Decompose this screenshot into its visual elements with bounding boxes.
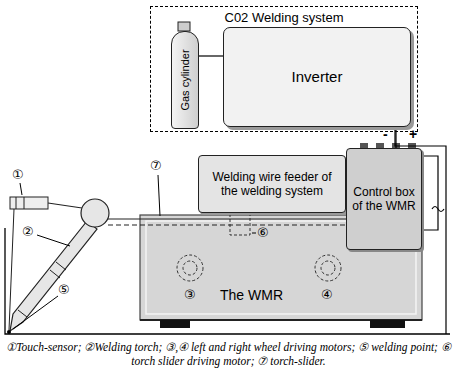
inverter-box: Inverter <box>223 27 411 127</box>
callout-number: ⑤ <box>58 283 70 297</box>
leader-line <box>158 175 160 216</box>
torch-slider <box>108 218 346 219</box>
callout-number: ③ <box>184 288 196 302</box>
torch-band <box>56 262 66 270</box>
touch-sensor <box>16 197 17 209</box>
node-label: Welding wire feeder of the welding syste… <box>203 170 341 198</box>
control-box: Control box of the WMR <box>346 148 422 250</box>
callout-number: ⑦ <box>150 159 162 173</box>
system-group: C02 Welding systemGas cylinder Inverter <box>150 6 418 132</box>
sensor-arm <box>48 203 82 208</box>
robot-foot <box>370 320 405 328</box>
node-label: Gas cylinder <box>179 49 191 110</box>
figure-caption: ①Touch-sensor; ②Welding torch; ③,④ left … <box>6 340 451 368</box>
leader-line <box>20 183 22 195</box>
wheel-motor <box>183 261 197 275</box>
wheel-motor <box>315 255 341 281</box>
touch-sensor <box>10 197 48 209</box>
leader-line <box>13 296 58 329</box>
torch-pivot <box>81 199 109 227</box>
gas-valve <box>178 22 190 31</box>
robot-foot <box>160 320 190 328</box>
wheel-motor <box>177 255 203 281</box>
torch-band <box>18 310 27 317</box>
callout-number: ④ <box>321 288 333 302</box>
touch-sensor <box>24 197 25 209</box>
welding-point <box>7 330 11 334</box>
node-label: The WMR <box>220 287 283 303</box>
group-title: C02 Welding system <box>151 10 417 25</box>
sensor-probe <box>9 209 14 330</box>
polarity-sign: - <box>383 127 388 141</box>
torch-band <box>50 270 60 278</box>
leader-line <box>37 235 70 246</box>
polarity-sign: + <box>409 127 417 141</box>
wheel-motor <box>321 261 335 275</box>
callout-number: ① <box>12 168 24 182</box>
callout-number: ② <box>22 225 34 239</box>
node-label: Inverter <box>228 68 406 86</box>
welding-torch <box>10 221 97 331</box>
gas-cylinder: Gas cylinder <box>171 31 199 129</box>
gas-hose <box>199 55 223 56</box>
leader-line <box>252 233 256 234</box>
callout-number: ⑥ <box>257 226 269 240</box>
wire-feeder-box: Welding wire feeder of the welding syste… <box>198 155 346 213</box>
slider-motor <box>230 213 250 235</box>
torch-slider <box>108 224 346 225</box>
node-label: Control box of the WMR <box>351 185 417 213</box>
